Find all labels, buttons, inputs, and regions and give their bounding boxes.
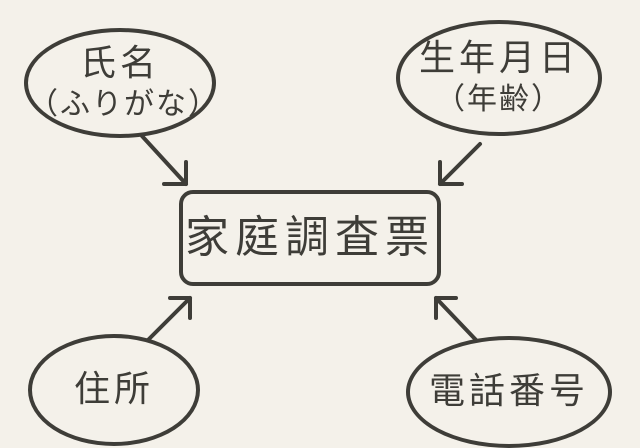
- node-center: 家庭調査票: [179, 190, 441, 286]
- node-birth-label: 生年月日: [418, 38, 579, 80]
- connector-layer: [140, 134, 482, 342]
- node-phone-label: 電話番号: [428, 371, 589, 413]
- node-birth-sub: （年齢）: [435, 82, 563, 118]
- arrow-name-to-center: [140, 134, 188, 186]
- node-name-sub: （ふりがな）: [28, 87, 220, 123]
- arrow-address-to-center: [146, 296, 192, 342]
- node-address: 住所: [28, 334, 200, 446]
- arrow-birth-to-center: [438, 142, 482, 186]
- node-phone: 電話番号: [406, 336, 612, 448]
- diagram-canvas: 氏名 （ふりがな） 生年月日 （年齢） 家庭調査票 住所 電話番号: [24, 20, 612, 448]
- arrow-phone-to-center: [434, 296, 478, 342]
- node-address-label: 住所: [73, 369, 154, 411]
- center-title: 家庭調査票: [185, 211, 435, 263]
- node-name-label: 氏名: [79, 43, 160, 85]
- node-name: 氏名 （ふりがな）: [24, 28, 220, 138]
- node-birth: 生年月日 （年齢）: [396, 20, 602, 136]
